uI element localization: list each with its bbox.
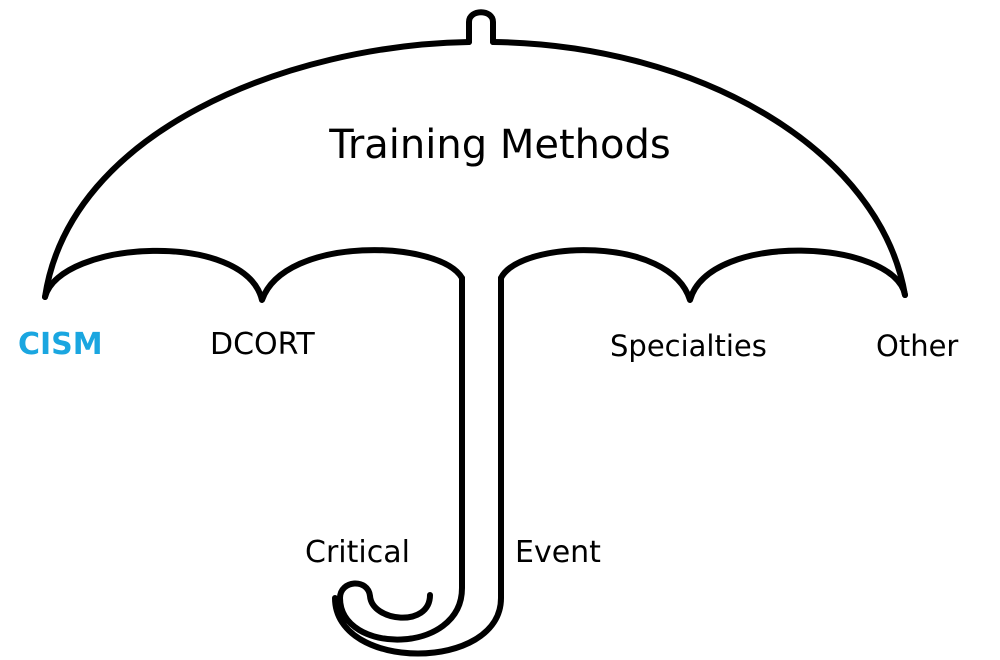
label-cism: CISM <box>18 327 103 362</box>
umbrella-handle <box>332 275 504 657</box>
diagram-title: Training Methods <box>329 122 671 168</box>
label-critical: Critical <box>305 535 410 570</box>
canopy-dome <box>42 39 908 300</box>
umbrella-tip <box>466 9 496 45</box>
label-specialties: Specialties <box>610 329 767 363</box>
label-event: Event <box>515 535 601 570</box>
label-dcort: DCORT <box>210 327 315 362</box>
label-other: Other <box>876 329 959 363</box>
canopy-scallops <box>42 247 908 303</box>
